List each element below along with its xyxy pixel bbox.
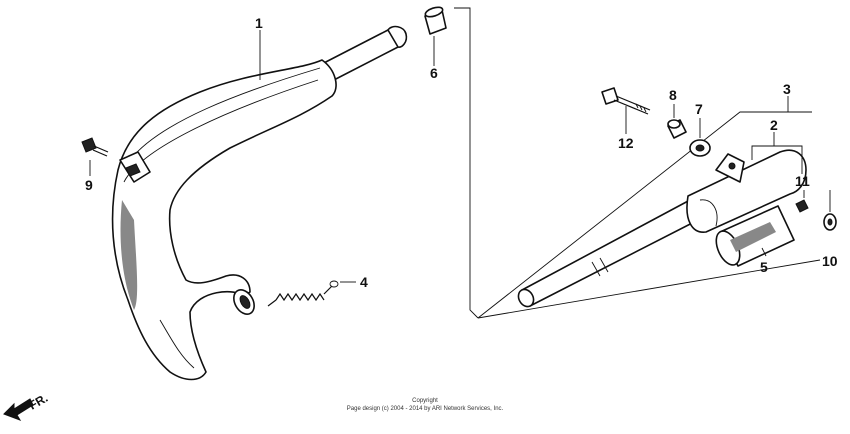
gasket-6 — [424, 6, 447, 35]
copyright-line-2: Page design (c) 2004 - 2014 by ARI Netwo… — [347, 406, 504, 412]
label-part-4: 4 — [360, 274, 368, 290]
spring-4 — [267, 280, 339, 307]
label-part-12: 12 — [618, 135, 634, 151]
label-part-11: 11 — [795, 173, 810, 189]
expansion-chamber — [111, 25, 408, 381]
packing-5 — [715, 205, 795, 267]
label-part-10: 10 — [822, 253, 838, 269]
bolt-12 — [601, 87, 651, 115]
front-direction-label: FR. — [27, 391, 51, 413]
label-part-1: 1 — [255, 15, 263, 31]
label-part-2: 2 — [770, 117, 778, 133]
label-part-7: 7 — [695, 101, 703, 117]
washer-10 — [823, 213, 837, 231]
label-part-6: 6 — [430, 65, 438, 81]
label-part-5: 5 — [760, 259, 768, 275]
copyright-line-1: Copyright — [412, 398, 438, 404]
label-part-8: 8 — [669, 87, 677, 103]
leader-lines — [89, 30, 831, 283]
bolt-11 — [795, 199, 809, 213]
bolt-9 — [81, 137, 109, 157]
label-part-3: 3 — [783, 81, 791, 97]
label-part-9: 9 — [85, 177, 93, 193]
muffler-assembly — [517, 149, 807, 308]
front-direction-arrow: FR. — [3, 391, 51, 421]
collar-8 — [667, 119, 687, 139]
grommet-7 — [689, 139, 711, 157]
